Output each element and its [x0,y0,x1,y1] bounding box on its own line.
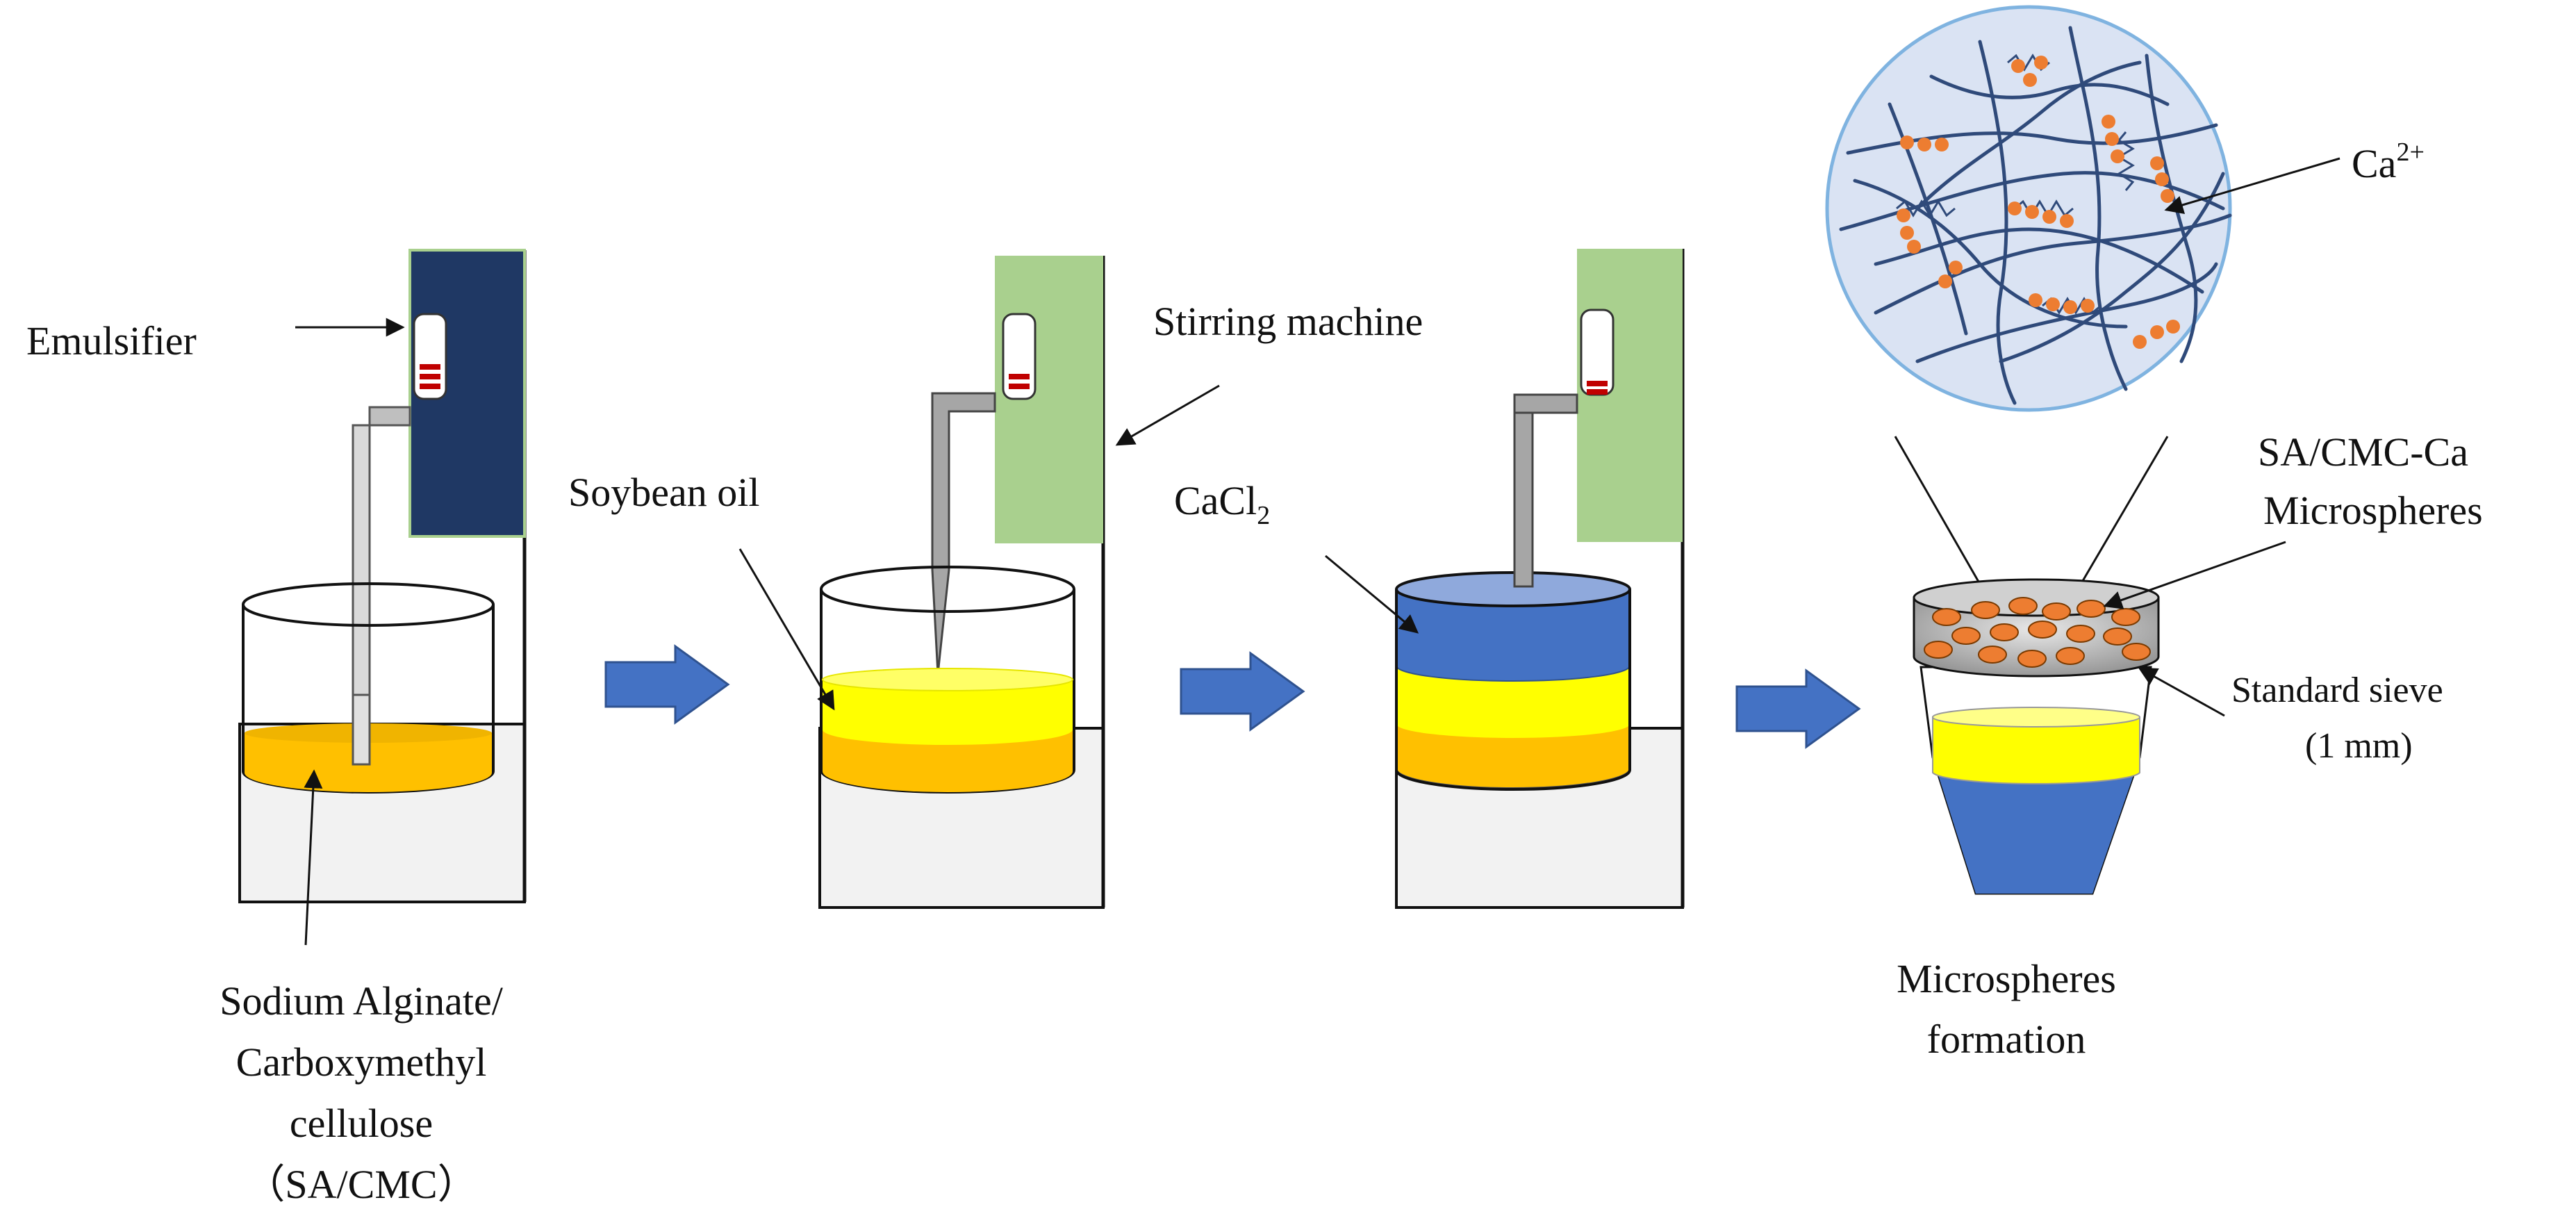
sodium-label-line4: （SA/CMC） [245,1162,477,1207]
zoom-line-left [1894,436,1988,597]
formation-label-line2: formation [1927,1017,2086,1062]
formation-label-line1: Microspheres [1897,956,2116,1001]
cacl2-collected [1933,757,2140,894]
soybean-oil-layer [823,680,1073,745]
oil-collected [1932,716,2140,785]
sodium-label-line3: cellulose [290,1101,433,1146]
process-arrow-icon [1735,668,1861,749]
sa-cmc-ca-label-line2: Microspheres [2263,488,2483,533]
stage-1-emulsifier: Emulsifier Sodium Alginate/ Carboxymethy… [26,249,527,1207]
stir-rod-icon [931,392,996,675]
process-arrow-icon [1180,651,1305,732]
emulsifier-indicator-icon [1580,309,1615,396]
sa-cmc-solution [823,728,1073,792]
sieve-label-line1: Standard sieve [2231,671,2443,710]
emulsifier-indicator-icon [413,313,447,400]
sieve-label-line2: (1 mm) [2305,726,2413,766]
process-arrow-icon [604,644,730,725]
crosslink-network-magnified [1825,5,2232,412]
emulsifier-indicator-icon [1002,313,1037,400]
cacl2-layer [1396,589,1630,682]
stage-2-soybean-oil: Soybean oil Stirring machine [568,256,1423,909]
beaker [1395,589,1631,791]
stage-3-cacl2: CaCl2 [1174,249,1685,909]
cacl2-label: CaCl2 [1174,478,1270,530]
stirring-machine-label: Stirring machine [1153,299,1423,344]
soybean-oil-layer [1396,666,1630,738]
sa-cmc-ca-label-line1: SA/CMC-Ca [2258,429,2468,475]
sodium-label-line1: Sodium Alginate/ [220,978,504,1024]
emulsifier-label: Emulsifier [26,318,197,363]
standard-sieve [1913,578,2160,677]
ca-ion-label: Ca2+ [2352,138,2425,186]
zoom-line-right [2072,436,2169,597]
sodium-label-line2: Carboxymethyl [236,1040,487,1085]
soybean-oil-label: Soybean oil [568,470,759,515]
stage-4-formation: Ca2+ [1825,5,2483,1062]
